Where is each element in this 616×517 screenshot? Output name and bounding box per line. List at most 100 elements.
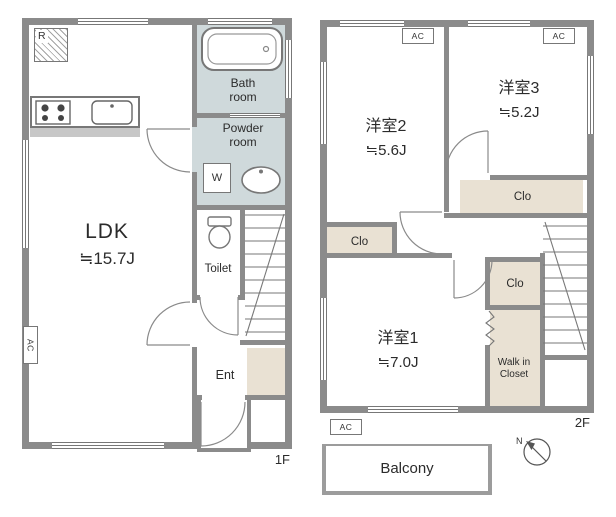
closet-room2-floor [327,227,392,253]
room-area: ≒5.2J [498,103,540,121]
wall-segment [587,20,594,413]
compass-icon: N [516,436,551,466]
wall-segment [320,253,452,258]
ac-label: AC [552,31,566,41]
room-area: ≒15.7J [79,248,135,268]
refrigerator-space: R [34,28,68,62]
compass-north-label: N [516,436,523,446]
entrance-label: Ent [215,368,235,382]
room-area: ≒5.6J [365,141,407,159]
wall-segment [192,295,200,300]
powder-room-label: Powder room [207,121,279,149]
room-name: 洋室2 [365,118,407,135]
washer-label: W [211,172,223,184]
kitchen-counter-shadow [30,128,140,137]
ac-label: AC [25,338,36,352]
room-area: ≒7.0J [377,353,419,371]
toilet-icon [207,216,232,249]
ac-badge-room3: AC [543,28,575,44]
closet-room2-label: Clo [350,236,369,248]
room-name-line: room [229,90,257,105]
room-name-line: Powder [222,121,264,135]
wall-segment [490,175,587,180]
window [52,442,164,449]
floor2-label: 2F [574,415,590,430]
wall-segment [320,20,327,413]
wall-segment [545,355,587,360]
window [587,56,594,134]
wall-segment [22,18,292,25]
closet-room3-label: Clo [513,191,532,203]
toilet-label: Toilet [204,263,232,275]
wall-segment [240,340,292,345]
room-name: 洋室3 [498,80,540,97]
entrance-step [247,348,285,395]
porch-wall [197,448,251,452]
stairs-2f [543,221,587,351]
stove-icon [35,100,71,125]
closet-room1-label: Clo [506,278,524,290]
window [340,20,404,27]
wall-segment [485,305,545,310]
room2-label: 洋室2 ≒5.6J [330,118,442,160]
stairs-1f [245,213,285,337]
wall-segment [192,347,197,442]
balcony-label: Balcony [380,459,434,477]
wall-segment [192,395,202,400]
room-name-line: room [229,135,257,150]
ac-badge-1f: AC [23,326,38,364]
wall-segment [192,205,292,210]
room-name: 洋室1 [377,330,419,347]
closet-room1-floor [490,262,540,305]
balcony-outline: Balcony [322,444,492,495]
kitchen-sink-icon [91,100,133,125]
wall-segment [540,253,545,406]
door-swings [146,128,493,447]
room3-label: 洋室3 ≒5.2J [452,80,586,122]
wall-segment [249,442,292,449]
wall-segment [485,262,490,310]
wall-segment [192,18,197,127]
refrigerator-label: R [36,30,48,43]
floor1-label: 1F [274,452,290,467]
sliding-door [230,113,280,118]
ldk-label: LDK ≒15.7J [40,220,174,269]
walk-in-closet-floor [490,310,540,406]
wall-segment [322,222,397,227]
room1-label: 洋室1 ≒7.0J [338,330,458,372]
wall-segment [392,222,397,253]
closet-room3-floor [460,180,583,213]
washing-machine: W [203,163,231,193]
room-name-line: Bath [230,76,256,90]
ac-label: AC [339,422,353,432]
walk-in-closet-label: Walk in Closet [486,357,542,381]
wall-segment [192,172,197,303]
wall-segment [444,20,449,212]
window [208,18,272,25]
wall-segment [245,395,292,400]
bathtub-icon [201,27,283,71]
wall-segment [238,295,245,300]
powder-sink-icon [241,166,281,194]
room-name-line: Closet [499,368,529,380]
wall-segment [285,18,292,449]
wall-segment [240,210,245,300]
folding-door [485,310,495,347]
bath-room-label: Bath room [207,76,279,104]
window [78,18,148,25]
wall-segment [485,345,490,406]
window [320,298,327,380]
window [468,20,530,27]
ac-badge-room1: AC [330,419,362,435]
ac-badge-room2: AC [402,28,434,44]
window [320,62,327,144]
room-name-line: Walk in [497,357,531,368]
porch-wall [247,400,251,450]
window [285,40,292,98]
wall-segment [444,175,448,180]
ac-label: AC [411,31,425,41]
room-name: LDK [85,220,129,243]
porch-wall [197,400,201,450]
wall-segment [485,257,545,262]
